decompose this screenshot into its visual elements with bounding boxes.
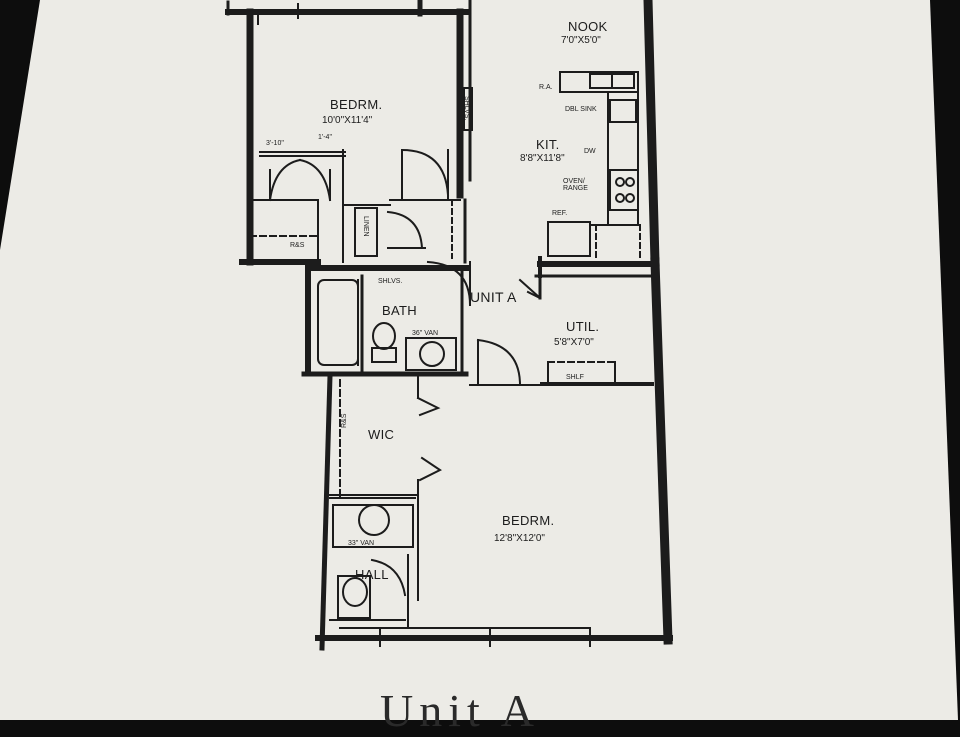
hall-door xyxy=(426,260,542,307)
rs-label-wic: R&S xyxy=(341,413,348,428)
bedroom-1-door xyxy=(389,148,461,201)
util-door xyxy=(469,338,546,387)
nook-size: 7'0"X5'0" xyxy=(561,35,601,46)
wic-closet xyxy=(329,375,442,601)
bathtub xyxy=(317,279,359,366)
vanity-36-label: 36" VAN xyxy=(412,330,439,337)
plan-title: Unit A xyxy=(380,685,540,736)
dishwasher-label: DW xyxy=(584,148,596,155)
closet-dim-1: 3'-10" xyxy=(266,140,284,147)
wall-bedroom-1 xyxy=(225,0,473,266)
bedroom-2-name: BEDRM. xyxy=(502,513,555,528)
closet-dim-2: 1'-4" xyxy=(318,134,332,141)
util-name: UTIL. xyxy=(566,319,600,334)
bedroom-1-size: 10'0"X11'4" xyxy=(322,115,373,126)
bedroom-2-size: 12'8"X12'0" xyxy=(494,533,545,544)
range-area-label: R.A. xyxy=(539,84,553,91)
util-shelf xyxy=(547,361,616,385)
floor-plan xyxy=(0,0,958,720)
linen-label: LINEN xyxy=(362,216,369,237)
kitchen-counter xyxy=(547,71,641,259)
util-size: 5'8"X7'0" xyxy=(554,337,594,348)
wall-right xyxy=(468,0,673,645)
nook-name: NOOK xyxy=(568,19,608,34)
shelf-label: SHLF xyxy=(566,374,584,381)
bedroom-1-closet xyxy=(249,149,346,263)
shelves-side-label: SHLVS. xyxy=(463,96,470,121)
kitchen-name: KIT. xyxy=(536,137,560,152)
bath-fixtures xyxy=(371,322,457,371)
shelves-label: SHLVS. xyxy=(378,278,403,285)
unit-label: UNIT A xyxy=(470,289,517,305)
refrigerator-label: REF. xyxy=(552,210,568,217)
wic-name: WIC xyxy=(368,427,395,442)
vanity-33-label: 33" VAN xyxy=(348,540,375,547)
kitchen-size: 8'8"X11'8" xyxy=(520,153,565,164)
wall-lower xyxy=(315,373,673,651)
hall-bath-fixtures xyxy=(329,504,414,629)
linen-closet xyxy=(344,198,467,264)
hall-name: HALL xyxy=(355,567,389,582)
rs-label-bedroom-1: R&S xyxy=(290,242,305,249)
wall-kitchen-util xyxy=(534,256,654,386)
oven-range-label: OVEN/ RANGE xyxy=(563,178,588,192)
double-sink-label: DBL SINK xyxy=(565,106,597,113)
bath-name: BATH xyxy=(382,303,417,318)
bedroom-1-name: BEDRM. xyxy=(330,97,383,112)
